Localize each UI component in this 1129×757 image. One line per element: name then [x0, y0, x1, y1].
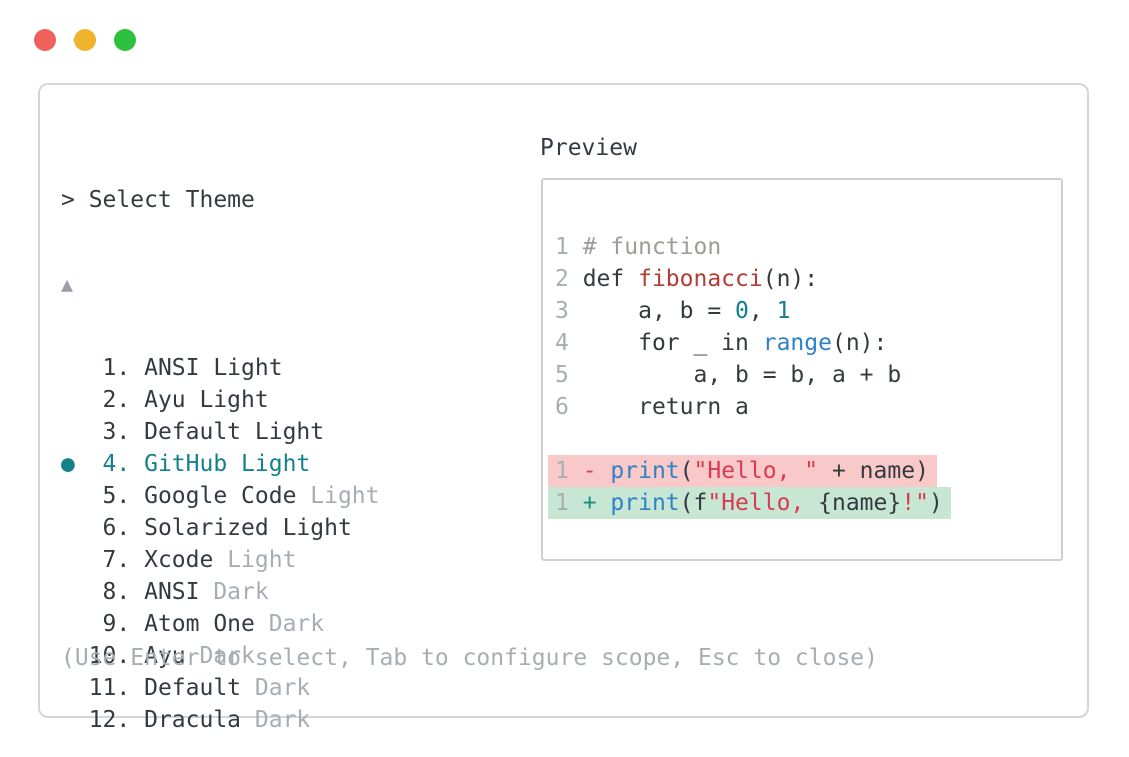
code-line-4: 4 for _ in range(n):: [555, 327, 887, 359]
theme-item-7[interactable]: 7. Xcode Light: [61, 544, 380, 576]
code-segment-plain: + name): [818, 458, 929, 484]
item-number: 1.: [61, 355, 145, 381]
code-segment-plain: for _ in: [582, 330, 763, 356]
code-segment-builtin: print: [610, 490, 680, 516]
theme-item-label: Google Code: [144, 483, 297, 509]
code-segment-number: 1: [776, 298, 791, 324]
code-line-5: 5 a, b = b, a + b: [555, 359, 901, 391]
theme-item-12[interactable]: 12. Dracula Dark: [61, 704, 380, 736]
theme-item-variant-label: Dark: [254, 611, 325, 637]
item-number: 8.: [61, 579, 145, 605]
code-segment-builtin: print: [610, 458, 680, 484]
line-number: 5: [555, 362, 583, 388]
theme-item-variant-label: Dark: [241, 675, 311, 701]
code-segment-plain: ,: [748, 298, 777, 324]
code-segment-plain: {name}: [818, 490, 902, 516]
code-segment-plain: (f: [679, 490, 708, 516]
selected-bullet: ● 4.: [61, 451, 145, 477]
line-number: 1: [555, 490, 583, 516]
item-number: 2.: [61, 387, 145, 413]
code-line-6: 6 return a: [555, 391, 749, 423]
theme-item-label: Xcode: [144, 547, 214, 573]
code-segment-string: "Hello, ": [693, 458, 819, 484]
preview-title: Preview: [540, 135, 637, 161]
item-number: 12.: [61, 707, 145, 733]
code-segment-plain: (n):: [831, 330, 888, 356]
theme-item-label: Solarized Light: [144, 515, 352, 541]
theme-item-6[interactable]: 6. Solarized Light: [61, 512, 380, 544]
code-segment-plain: (: [679, 458, 694, 484]
theme-item-label: Atom One: [144, 611, 255, 637]
code-segment-func: fibonacci: [638, 266, 763, 292]
theme-item-variant-label: Light: [213, 547, 297, 573]
theme-item-variant-label: Dark: [185, 643, 255, 669]
diff-highlight-removed: 1 - print("Hello, " + name): [548, 455, 937, 487]
code-segment-string: !": [901, 490, 929, 516]
theme-item-2[interactable]: 2. Ayu Light: [61, 384, 380, 416]
item-number: 11.: [61, 675, 145, 701]
theme-item-1[interactable]: 1. ANSI Light: [61, 352, 380, 384]
code-segment-plain: def: [582, 266, 639, 292]
line-number: 3: [555, 298, 583, 324]
item-number: 6.: [61, 515, 145, 541]
item-number: 10.: [61, 643, 145, 669]
theme-item-label: Default Light: [144, 419, 325, 445]
theme-item-3[interactable]: 3. Default Light: [61, 416, 380, 448]
theme-item-label: Ayu Light: [144, 387, 269, 413]
theme-list: 1. ANSI Light 2. Ayu Light 3. Default Li…: [61, 352, 380, 736]
line-number: 6: [555, 394, 583, 420]
code-line-1: 1 # function: [555, 231, 721, 263]
theme-item-label: Default: [144, 675, 242, 701]
theme-item-11[interactable]: 11. Default Dark: [61, 672, 380, 704]
line-number: 2: [555, 266, 583, 292]
line-number: 4: [555, 330, 583, 356]
traffic-light-zoom-button[interactable]: [114, 29, 136, 51]
theme-picker-window: > Select Theme ▲ 1. ANSI Light 2. Ayu Li…: [38, 83, 1089, 733]
theme-item-label: ANSI Light: [144, 355, 283, 381]
theme-item-label: Dracula: [144, 707, 242, 733]
theme-item-9[interactable]: 9. Atom One Dark: [61, 608, 380, 640]
select-theme-prompt: > Select Theme: [61, 187, 255, 213]
code-segment-plain: a, b = b, a + b: [582, 362, 902, 388]
item-number: 5.: [61, 483, 145, 509]
theme-picker: > Select Theme ▲ 1. ANSI Light 2. Ayu Li…: [61, 132, 380, 757]
code-segment-plain: a, b =: [582, 298, 736, 324]
diff-line-added: 1 + print(f"Hello, {name}!"): [548, 487, 951, 519]
help-text: (Use Enter to select, Tab to configure s…: [61, 645, 878, 671]
diff-line-removed: 1 - print("Hello, " + name): [548, 455, 937, 487]
line-number: 1: [555, 458, 583, 484]
code-segment-comment: # function: [582, 234, 722, 260]
code-line-3: 3 a, b = 0, 1: [555, 295, 790, 327]
traffic-light-minimize-button[interactable]: [74, 29, 96, 51]
diff-highlight-added: 1 + print(f"Hello, {name}!"): [548, 487, 951, 519]
code-segment-string: "Hello,: [707, 490, 819, 516]
theme-item-variant-label: Dark: [241, 707, 311, 733]
theme-item-label: GitHub Light: [144, 451, 311, 477]
theme-item-variant-label: Light: [296, 483, 380, 509]
diff-marker-added: +: [582, 490, 611, 516]
traffic-light-close-button[interactable]: [34, 29, 56, 51]
code-line-2: 2 def fibonacci(n):: [555, 263, 818, 295]
theme-item-5[interactable]: 5. Google Code Light: [61, 480, 380, 512]
item-number: 9.: [61, 611, 145, 637]
theme-item-label: ANSI: [144, 579, 200, 605]
theme-item-label: Ayu: [144, 643, 186, 669]
line-number: 1: [555, 234, 583, 260]
theme-item-10[interactable]: 10. Ayu Dark: [61, 640, 380, 672]
code-segment-plain: return a: [582, 394, 749, 420]
theme-item-variant-label: Dark: [199, 579, 269, 605]
diff-marker-removed: -: [582, 458, 611, 484]
code-segment-plain: ): [928, 490, 943, 516]
code-segment-number: 0: [735, 298, 749, 324]
theme-item-8[interactable]: 8. ANSI Dark: [61, 576, 380, 608]
theme-item-4[interactable]: ● 4. GitHub Light: [61, 448, 380, 480]
code-segment-plain: (n):: [762, 266, 819, 292]
item-number: 7.: [61, 547, 145, 573]
item-number: 3.: [61, 419, 145, 445]
scroll-up-indicator-icon[interactable]: ▲: [61, 272, 74, 296]
code-segment-builtin: range: [762, 330, 832, 356]
